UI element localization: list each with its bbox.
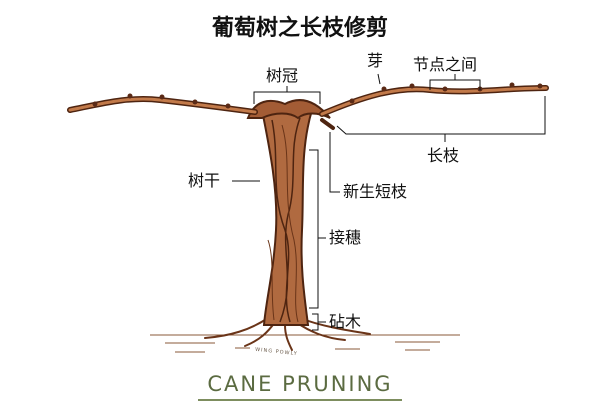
vine-trunk bbox=[260, 109, 314, 326]
vine-crown bbox=[246, 99, 331, 120]
label-graft: 接穗 bbox=[329, 228, 362, 247]
label-bud: 芽 bbox=[367, 51, 384, 70]
diagram-title: 葡萄树之长枝修剪 bbox=[211, 16, 388, 41]
footer-underline bbox=[198, 399, 402, 401]
label-internode: 节点之间 bbox=[413, 55, 478, 74]
footer-title: CANE PRUNING bbox=[207, 372, 393, 396]
label-cane: 长枝 bbox=[427, 146, 460, 165]
label-rootstock: 砧木 bbox=[329, 312, 362, 331]
new-spur bbox=[320, 118, 335, 130]
label-new-spur: 新生短枝 bbox=[343, 182, 408, 201]
leader-lines bbox=[232, 73, 546, 331]
right-cane bbox=[319, 85, 549, 117]
label-trunk: 树干 bbox=[188, 171, 221, 190]
vine-buds bbox=[92, 82, 543, 109]
soil-ground bbox=[150, 334, 460, 353]
label-crown: 树冠 bbox=[266, 66, 299, 85]
